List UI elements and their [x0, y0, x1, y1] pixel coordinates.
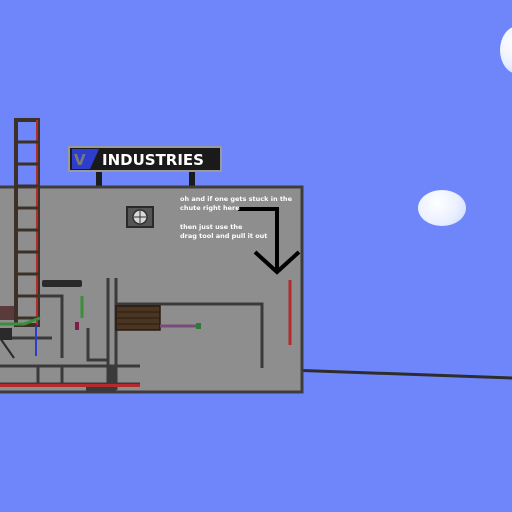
green-pipe: [0, 316, 41, 326]
instruction-note: oh and if one gets stuck in the chute ri…: [180, 195, 293, 240]
pipe-joint: [108, 366, 116, 386]
cloud-edge: [500, 26, 512, 74]
machine-leg: [0, 337, 15, 359]
machine-block[interactable]: [0, 306, 14, 320]
sign-title: INDUSTRIES: [102, 151, 204, 169]
machine-part[interactable]: [0, 328, 12, 340]
green-end-cap: [196, 323, 201, 329]
ladder[interactable]: [14, 118, 40, 327]
logo-letter: V: [74, 151, 86, 169]
logo-emblem: [72, 149, 99, 169]
factory-wall: [0, 185, 304, 394]
red-rail: [0, 384, 140, 387]
note-line-2: chute right here: [180, 204, 240, 212]
sign-post-right: [189, 168, 195, 190]
vent-fan[interactable]: [126, 206, 154, 228]
note-line-4: drag tool and pull it out: [180, 232, 267, 240]
cloud-small: [418, 190, 466, 226]
crate-slats: [116, 311, 160, 325]
arrow-indicator: [238, 207, 301, 275]
dark-tube[interactable]: [42, 280, 82, 287]
note-line-3: then just use the: [180, 223, 243, 231]
floor-block: [86, 384, 116, 392]
note-line-1: oh and if one gets stuck in the: [180, 195, 293, 203]
industries-sign: V INDUSTRIES: [68, 146, 222, 172]
sign-post-left: [96, 168, 102, 190]
